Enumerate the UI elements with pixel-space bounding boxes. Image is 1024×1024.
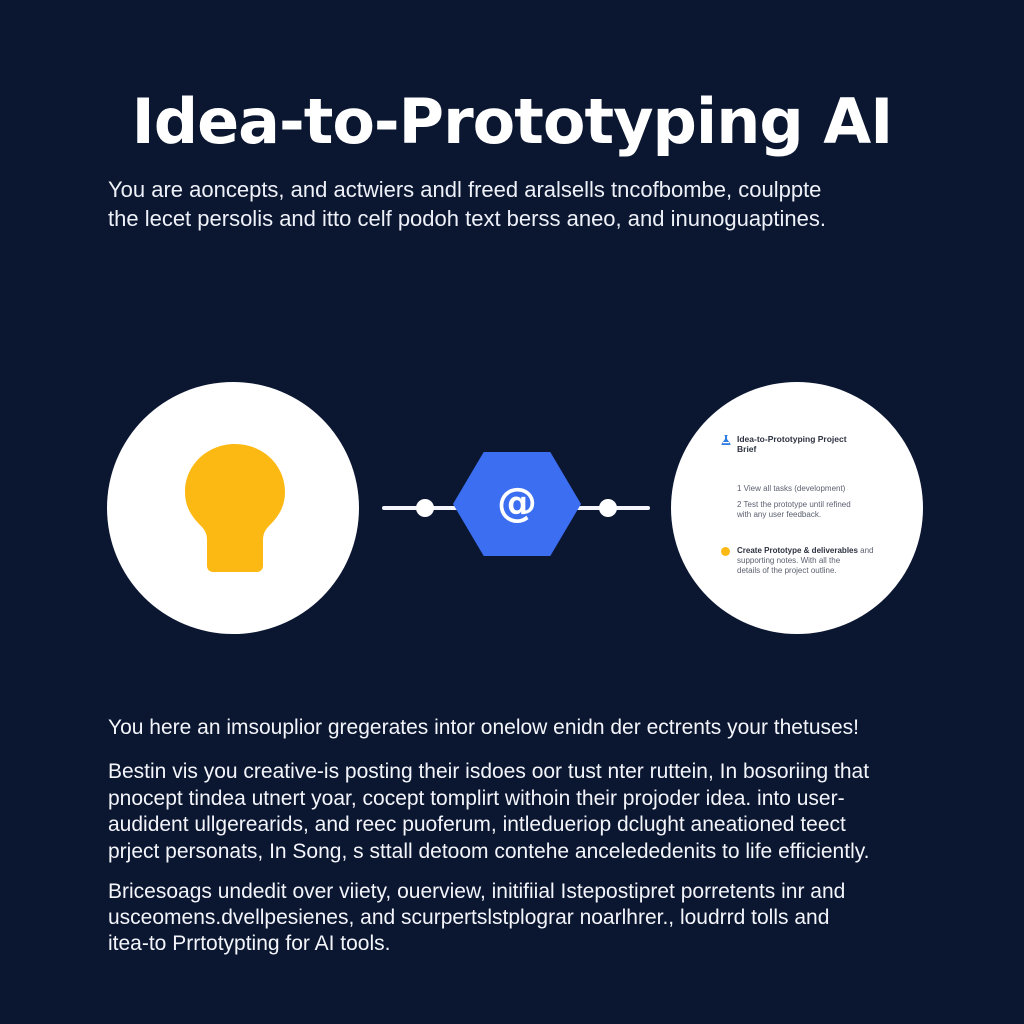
at-sign-icon: @ <box>497 480 537 526</box>
ai-hexagon-node: @ <box>453 452 581 556</box>
subtitle-line: You are aoncepts, and actwiers andl free… <box>108 177 822 202</box>
body-paragraph-3: Bricesoags undedit over viiety, ouerview… <box>108 880 846 955</box>
body-paragraph-1: You here an imsouplior gregerates intor … <box>108 716 860 739</box>
note-bullet-icon <box>721 547 730 556</box>
flow-connector-dot <box>599 499 617 517</box>
flask-icon <box>721 435 731 445</box>
document-list-item: 2 Test the prototype until refined with … <box>737 500 851 519</box>
document-title: Idea-to-Prototyping Project Brief <box>737 434 847 454</box>
flow-connector-dot <box>416 499 434 517</box>
page-title: Idea-to-Prototyping AI <box>131 85 894 158</box>
document-note: Create Prototype & deliverables and supp… <box>721 546 881 576</box>
idea-node <box>107 382 359 634</box>
page-subtitle: You are aoncepts, and actwiers andl free… <box>108 175 928 233</box>
body-paragraph-2: Bestin vis you creative-is posting their… <box>108 760 870 863</box>
lightbulb-icon <box>185 444 285 572</box>
subtitle-line: the lecet persolis and itto celf podoh t… <box>108 206 826 231</box>
document-list-item: 1 View all tasks (development) <box>737 484 846 493</box>
document-preview: Idea-to-Prototyping Project Brief 1 View… <box>721 434 881 576</box>
document-header: Idea-to-Prototyping Project Brief <box>721 434 881 454</box>
prototype-node: Idea-to-Prototyping Project Brief 1 View… <box>671 382 923 634</box>
